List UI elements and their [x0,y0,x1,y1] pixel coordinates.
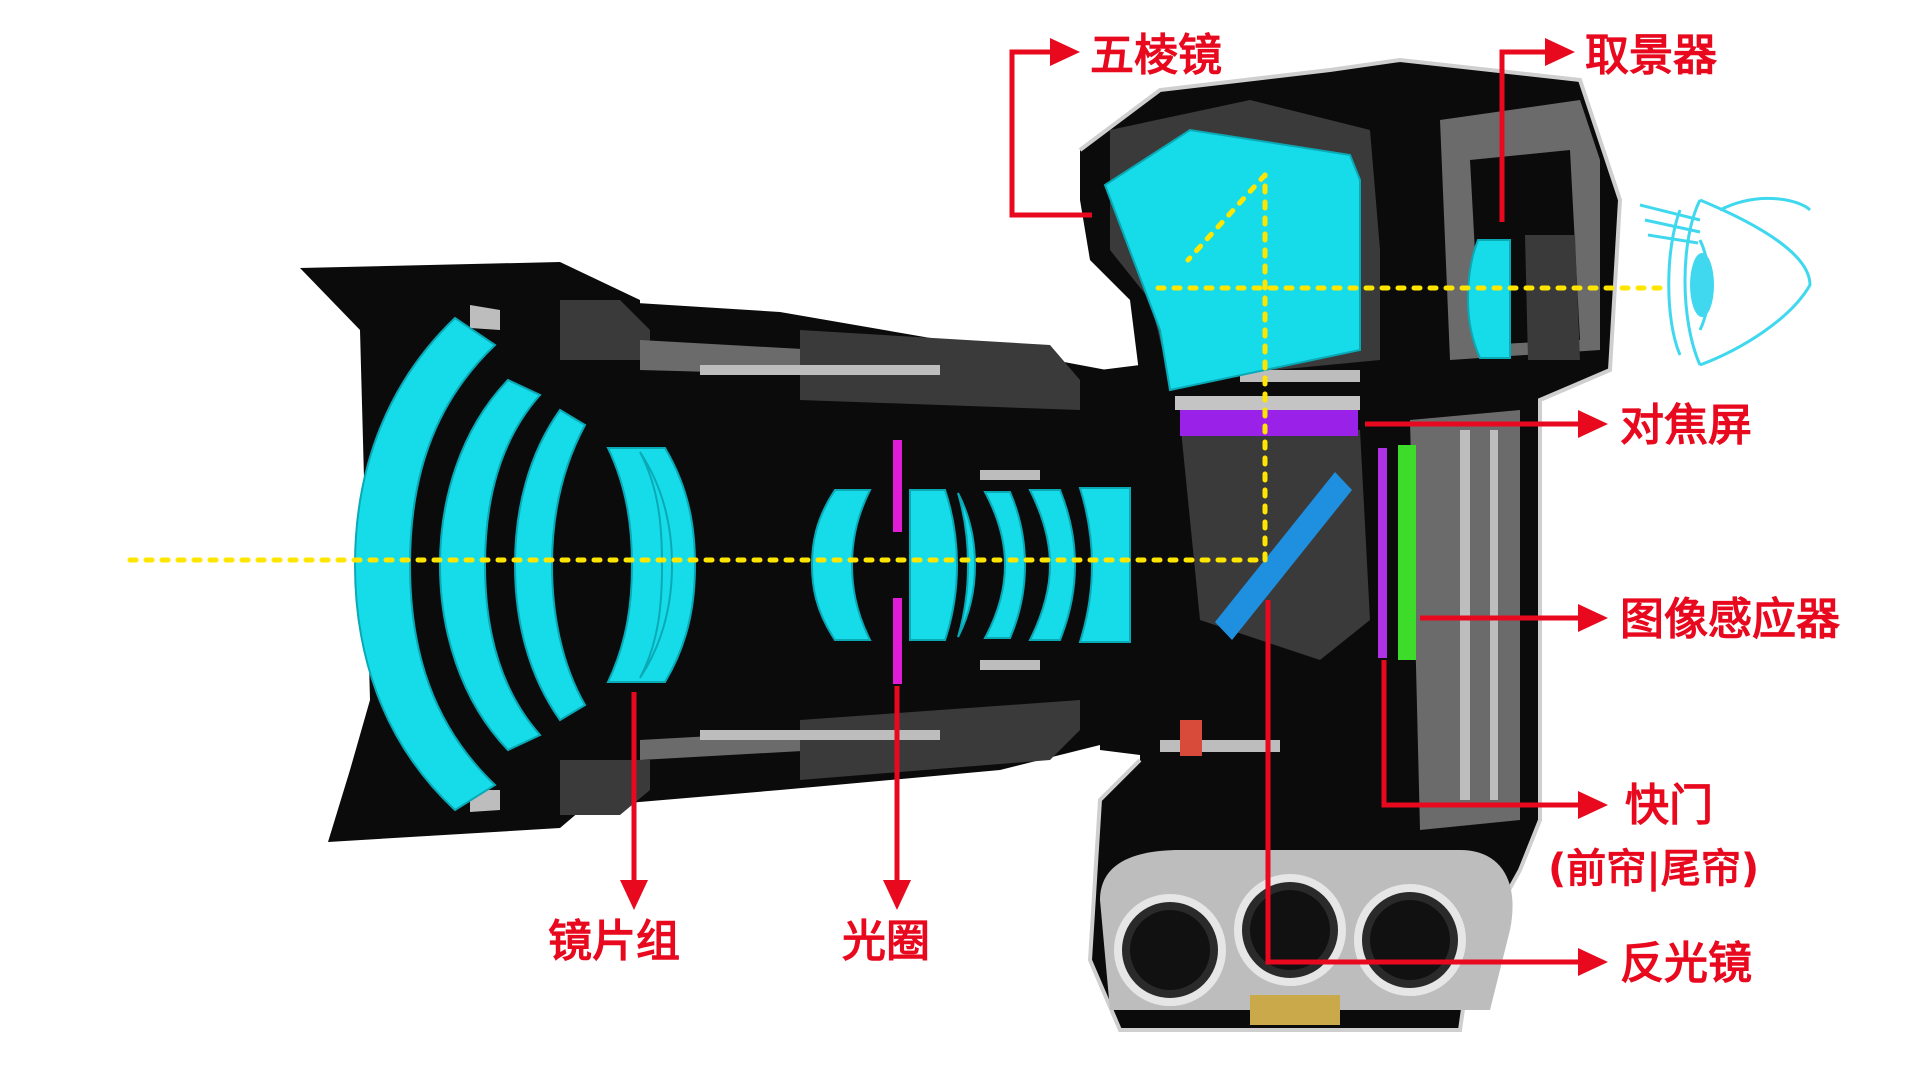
eye-icon [1639,197,1812,367]
label-reflex-mirror: 反光镜 [1620,938,1752,989]
battery-cells [1100,850,1513,1025]
focusing-screen [1175,396,1360,436]
label-aperture: 光圈 [842,916,930,967]
pentaprism-glass [1103,128,1361,392]
leader-lines [620,38,1608,976]
label-viewfinder: 取景器 [1585,30,1718,81]
eyepiece-lenses [1466,235,1580,360]
lens-elements [353,316,1131,812]
label-shutter-curtains: (前帘|尾帘) [1548,846,1759,893]
image-sensor [1398,445,1416,660]
label-shutter: 快门 [1625,780,1713,831]
optical-path [127,172,1663,563]
label-lens-group: 镜片组 [548,916,680,967]
reflex-mirror [1215,472,1352,640]
labels: 五棱镜 取景器 对焦屏 图像感应器 快门 (前帘|尾帘) 反光镜 镜片组 光圈 [548,30,1841,989]
label-pentaprism: 五棱镜 [1090,30,1222,81]
shutter-and-sensor [1378,445,1416,660]
label-image-sensor: 图像感应器 [1620,594,1841,645]
label-focusing-screen: 对焦屏 [1620,400,1752,451]
aperture-blades [893,440,902,684]
shutter-front-curtain [1378,448,1387,658]
